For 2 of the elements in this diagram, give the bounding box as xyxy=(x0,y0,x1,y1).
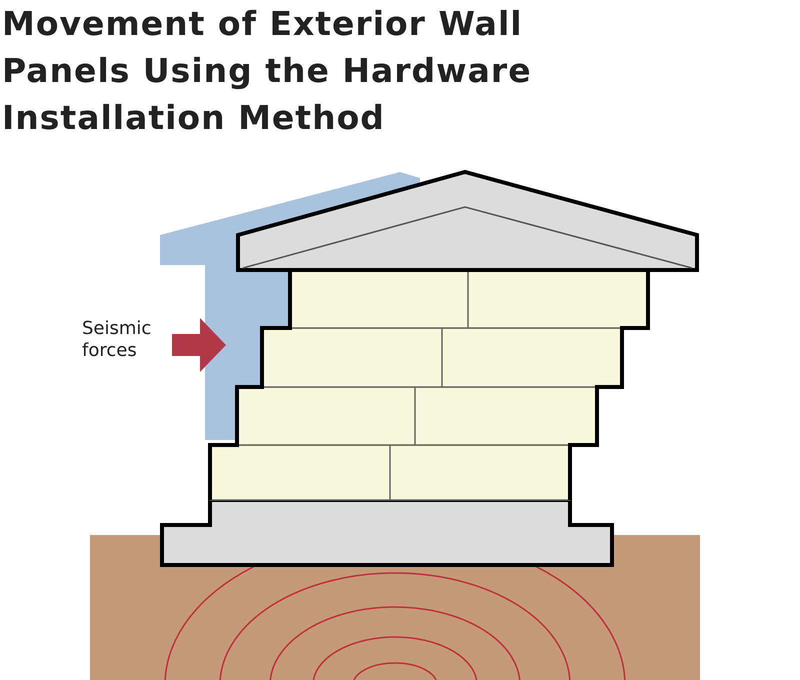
diagram-title: Movement of Exterior Wall Panels Using the Hardware Installation Method xyxy=(2,3,533,139)
force-label: Seismic forces xyxy=(82,318,152,362)
